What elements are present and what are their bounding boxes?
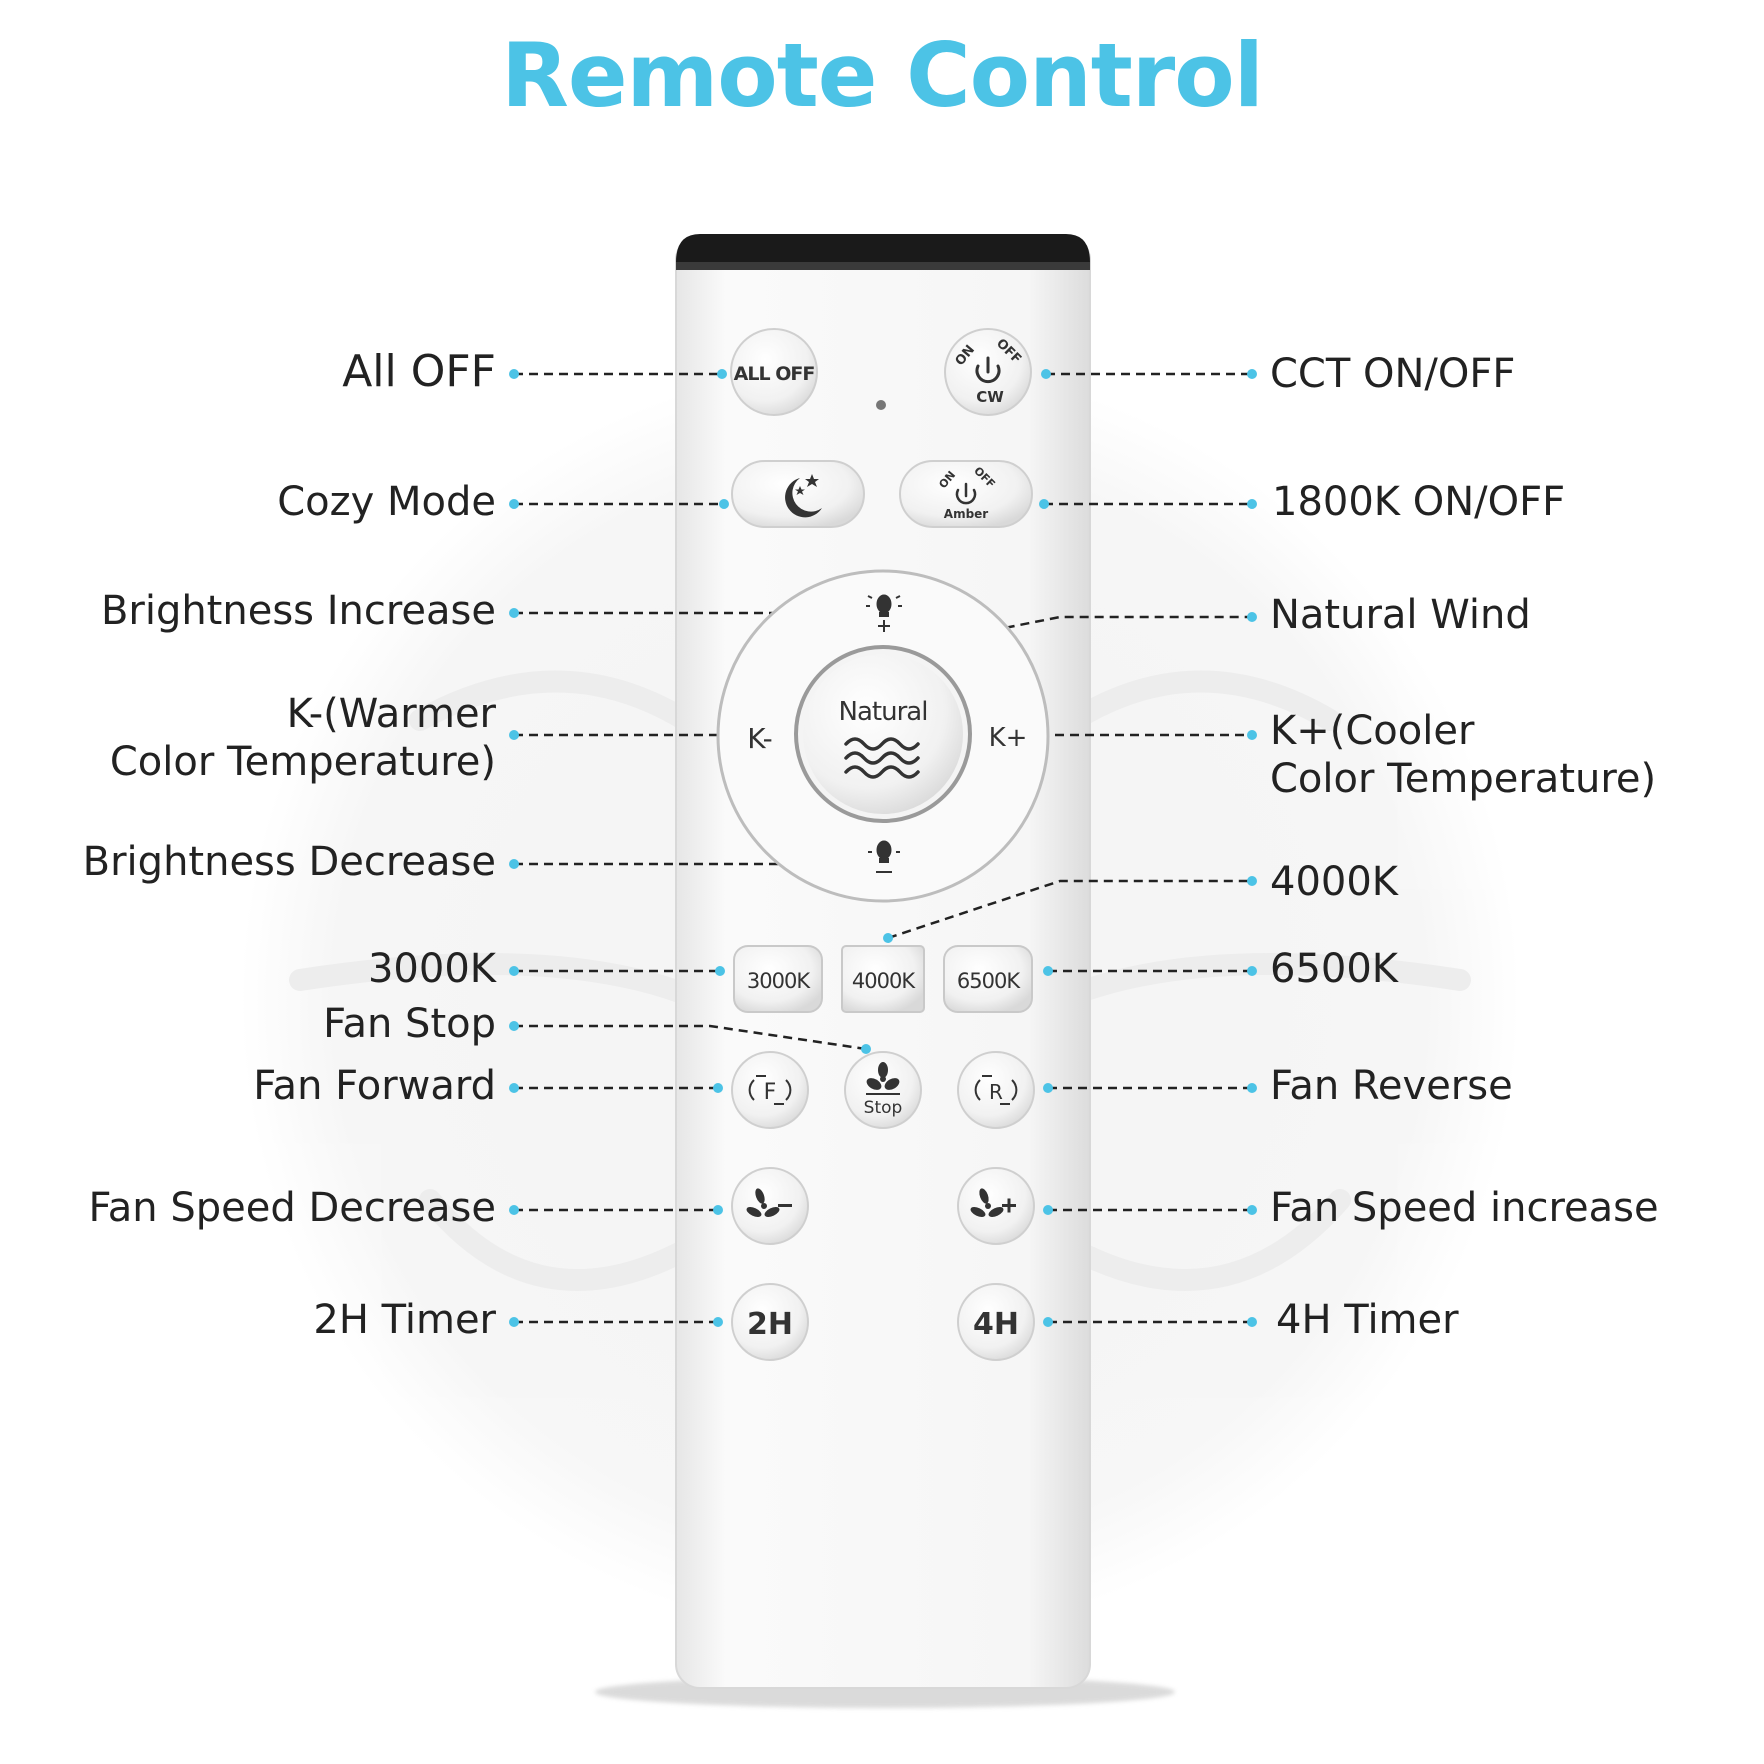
all-off-button-label: ALL OFF <box>734 363 815 385</box>
fan-icon <box>866 1062 900 1090</box>
label-k-minus-line1: K-(Warmer <box>286 691 496 737</box>
label-fan-reverse: Fan Reverse <box>1270 1063 1513 1109</box>
amber-label: Amber <box>944 507 989 521</box>
fan-minus-icon <box>746 1188 792 1217</box>
brightness-increase-button[interactable] <box>840 586 926 642</box>
label-2h-timer: 2H Timer <box>313 1297 496 1343</box>
label-4h-timer: 4H Timer <box>1276 1297 1459 1343</box>
fan-reverse-button[interactable]: R <box>957 1051 1035 1129</box>
remote-top-cap <box>676 234 1090 268</box>
label-k-plus: K+(Cooler Color Temperature) <box>1270 707 1656 803</box>
label-k-minus-line2: Color Temperature) <box>109 739 496 785</box>
timer-2h-button[interactable]: 2H <box>731 1283 809 1361</box>
cozy-mode-button[interactable] <box>731 460 865 528</box>
label-fan-speed-increase: Fan Speed increase <box>1270 1185 1659 1231</box>
6500k-button[interactable]: 6500K <box>943 945 1033 1013</box>
reverse-letter: R <box>989 1080 1003 1104</box>
fan-stop-button[interactable]: Stop <box>844 1051 922 1129</box>
rotate-arrows-icon <box>974 1075 1018 1105</box>
k-plus-button[interactable]: K+ <box>978 706 1038 766</box>
amber-onoff-button[interactable]: ON OFF Amber <box>899 460 1033 528</box>
label-1800k-onoff: 1800K ON/OFF <box>1272 479 1566 525</box>
rotate-arrows-icon <box>748 1075 792 1105</box>
timer-4h-label: 4H <box>973 1307 1019 1342</box>
4000k-button[interactable]: 4000K <box>841 945 925 1013</box>
label-cozy-mode: Cozy Mode <box>277 479 496 525</box>
wind-waves-icon <box>844 737 920 779</box>
bulb-plus-icon <box>866 594 902 632</box>
natural-label: Natural <box>839 697 928 727</box>
label-fan-speed-decrease: Fan Speed Decrease <box>88 1185 496 1231</box>
forward-letter: F <box>764 1080 777 1105</box>
label-fan-forward: Fan Forward <box>253 1063 496 1109</box>
fan-forward-button[interactable]: F <box>731 1051 809 1129</box>
fan-plus-icon <box>970 1188 1016 1217</box>
label-3000k: 3000K <box>367 946 496 992</box>
label-fan-stop: Fan Stop <box>323 1001 496 1047</box>
4000k-button-label: 4000K <box>852 969 916 993</box>
cct-cw-label: CW <box>976 388 1004 406</box>
power-icon <box>955 482 977 505</box>
k-plus-label: K+ <box>989 723 1028 753</box>
fan-speed-decrease-button[interactable] <box>731 1167 809 1245</box>
timer-4h-button[interactable]: 4H <box>957 1283 1035 1361</box>
label-k-minus: K-(Warmer Color Temperature) <box>110 690 496 786</box>
natural-wind-button[interactable]: Natural <box>794 645 972 823</box>
moon-stars-icon <box>785 474 822 518</box>
label-k-plus-line1: K+(Cooler <box>1270 708 1475 754</box>
bulb-minus-icon <box>868 840 900 873</box>
label-brightness-increase: Brightness Increase <box>100 588 496 634</box>
power-icon <box>975 356 1001 384</box>
3000k-button[interactable]: 3000K <box>733 945 823 1013</box>
cct-onoff-button[interactable]: ON OFF CW <box>944 328 1032 416</box>
timer-2h-label: 2H <box>747 1307 793 1342</box>
label-natural-wind: Natural Wind <box>1270 592 1531 638</box>
label-k-plus-line2: Color Temperature) <box>1270 756 1657 802</box>
stop-label: Stop <box>864 1098 903 1118</box>
indicator-led <box>876 400 886 410</box>
page-title: Remote Control <box>501 24 1264 127</box>
brightness-decrease-button[interactable] <box>840 832 926 888</box>
6500k-button-label: 6500K <box>957 969 1021 993</box>
label-4000k: 4000K <box>1270 859 1399 905</box>
k-minus-label: K- <box>747 722 773 755</box>
all-off-button[interactable]: ALL OFF <box>730 328 818 416</box>
label-cct-onoff: CCT ON/OFF <box>1270 351 1516 397</box>
k-minus-button[interactable]: K- <box>728 706 788 766</box>
3000k-button-label: 3000K <box>747 969 811 993</box>
label-all-off: All OFF <box>342 346 496 397</box>
fan-speed-increase-button[interactable] <box>957 1167 1035 1245</box>
label-brightness-decrease: Brightness Decrease <box>82 839 496 885</box>
label-6500k: 6500K <box>1270 946 1399 992</box>
